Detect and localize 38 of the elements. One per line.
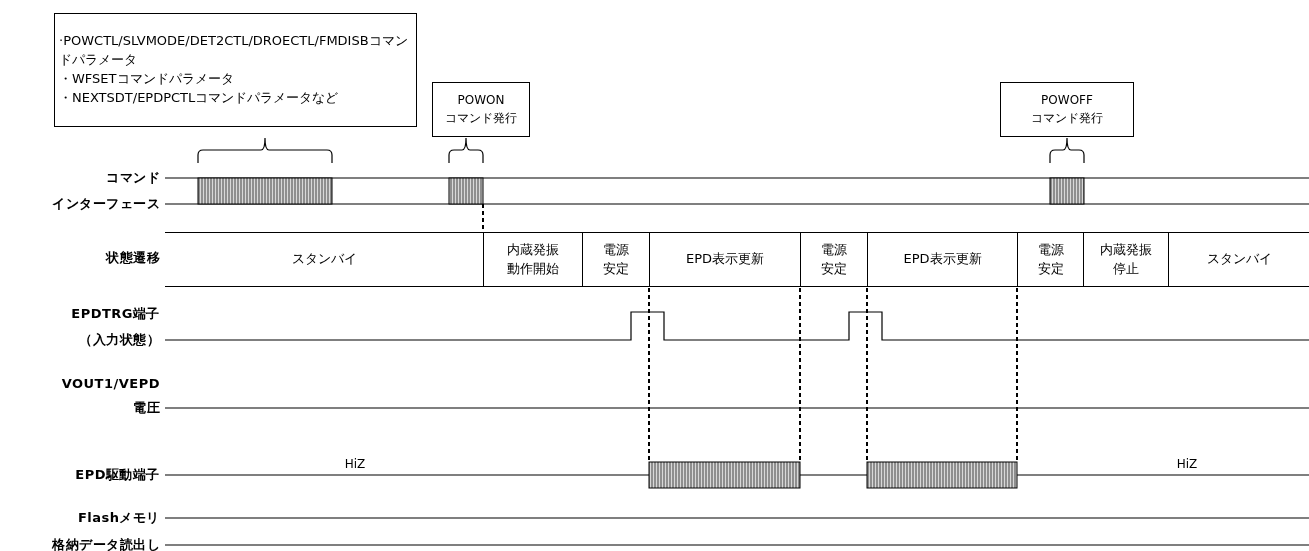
state-cell bbox=[165, 232, 483, 287]
signal-name: 状態遷移 bbox=[106, 249, 160, 267]
state-cell bbox=[1017, 232, 1083, 287]
state-label: HiZ bbox=[344, 457, 366, 471]
signal-name: Flashメモリ bbox=[77, 509, 160, 527]
state-cell bbox=[582, 232, 649, 287]
state-text: スタンバイ bbox=[291, 250, 357, 269]
state-text: 電源安定 bbox=[821, 241, 847, 278]
state-cell bbox=[867, 232, 1017, 287]
signal-name: コマンド bbox=[106, 169, 160, 187]
state-text: 電源安定 bbox=[1037, 241, 1064, 278]
signal-name: インターフェース bbox=[52, 195, 160, 213]
signal-name: EPDTRG端子 bbox=[71, 305, 160, 323]
state-text: EPD表示更新 bbox=[685, 250, 765, 269]
state-cell bbox=[1083, 232, 1168, 287]
state-text: 電源安定 bbox=[603, 241, 629, 278]
state-text: 内蔵発振停止 bbox=[1100, 241, 1152, 278]
signal-name: 電圧 bbox=[133, 399, 160, 417]
state-text: 内蔵発振動作開始 bbox=[507, 241, 559, 278]
callout-box bbox=[1000, 82, 1134, 137]
state-text: EPD表示更新 bbox=[903, 250, 982, 269]
state-cell bbox=[649, 232, 800, 287]
state-label: HiZ bbox=[1176, 457, 1198, 471]
signal-name: VOUT1/VEPD bbox=[61, 375, 160, 391]
callout-box bbox=[54, 13, 417, 127]
callout-text: ・NEXTSDT/EPDPCTLコマンドパラメータなど bbox=[59, 88, 339, 107]
signal-name: （入力状態） bbox=[79, 331, 160, 349]
state-cell bbox=[483, 232, 582, 287]
signal-name: EPD駆動端子 bbox=[75, 466, 160, 484]
callout-text: POWOFF コマンド発行 bbox=[1030, 92, 1104, 127]
state-text: スタンバイ bbox=[1206, 250, 1272, 269]
callout-text: POWON コマンド発行 bbox=[444, 92, 518, 127]
callout-text: ・WFSETコマンドパラメータ bbox=[59, 70, 234, 88]
state-cell bbox=[1168, 232, 1309, 287]
signal-name: 格納データ読出し bbox=[52, 536, 160, 551]
callout-text: ·POWCTL/SLVMODE/DET2CTL/DROECTL/FMDISBコマンドパラメータ bbox=[59, 32, 409, 70]
state-cell bbox=[800, 232, 867, 287]
callout-box bbox=[432, 82, 530, 137]
